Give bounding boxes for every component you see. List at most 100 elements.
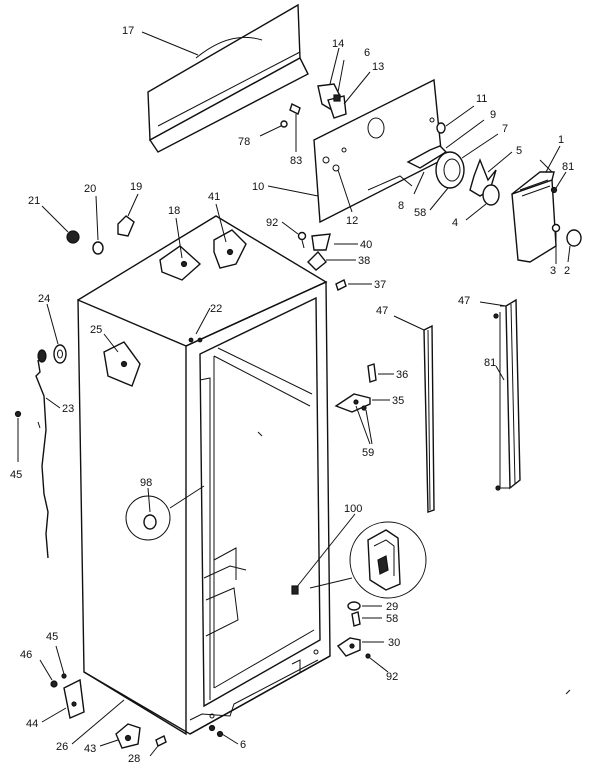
leader-6a — [337, 59, 345, 93]
callout-22: 22 — [210, 303, 222, 315]
part-21-knob — [41, 205, 80, 244]
part-45-pin-left — [14, 410, 22, 462]
callout-14: 14 — [332, 38, 344, 50]
part-2-knob — [566, 229, 582, 263]
leader-13 — [343, 71, 371, 105]
part-30-hinge-bottom — [336, 637, 384, 657]
part-18-hinge-top — [159, 217, 202, 281]
part-37-screw — [335, 279, 372, 291]
leader-81b — [495, 365, 505, 381]
leader-58a — [429, 187, 449, 211]
leader-12 — [337, 169, 353, 213]
part-3-nut — [551, 223, 561, 264]
part-92-screw-top — [281, 221, 307, 249]
part-23-hinge-rod — [35, 349, 61, 559]
callout-92-bottom: 92 — [386, 671, 398, 683]
part-100-detail-circle — [291, 513, 427, 599]
callout-92-top: 92 — [266, 217, 278, 229]
callout-37: 37 — [374, 279, 386, 291]
leader-59b — [365, 409, 373, 445]
part-17-top-cover — [147, 3, 309, 153]
leader-10 — [267, 185, 319, 197]
part-1-air-duct — [511, 145, 561, 263]
callout-11: 11 — [476, 93, 487, 105]
part-83-screw — [289, 103, 301, 152]
callout-47-right: 47 — [458, 295, 470, 307]
callout-8: 8 — [398, 200, 404, 212]
part-41-bracket — [213, 203, 247, 269]
leader-14 — [329, 47, 340, 85]
callout-29: 29 — [386, 601, 398, 613]
part-36-shim — [367, 363, 394, 383]
callout-46: 46 — [20, 649, 32, 661]
callout-10: 10 — [252, 181, 264, 193]
part-9-bracket — [406, 119, 485, 169]
callout-47-left: 47 — [376, 305, 388, 317]
cabinet-body — [77, 215, 331, 736]
callout-100: 100 — [344, 503, 362, 515]
callout-26: 26 — [56, 741, 68, 753]
callout-58-top: 58 — [414, 207, 426, 219]
callout-labels: 17 14 6 13 78 83 11 9 7 1 5 81 10 8 58 4… — [10, 25, 574, 765]
part-44-hinge-lower — [41, 678, 85, 723]
callout-23: 23 — [62, 403, 74, 415]
callout-41: 41 — [208, 191, 220, 203]
leader-22 — [195, 307, 211, 335]
callout-35: 35 — [392, 395, 404, 407]
part-28-screw — [149, 735, 167, 757]
stray-mark — [565, 689, 571, 695]
leader-8 — [413, 171, 425, 195]
callout-9: 9 — [490, 109, 496, 121]
callout-38: 38 — [358, 255, 370, 267]
part-4-fan-hub — [465, 184, 500, 221]
callout-59: 59 — [362, 447, 374, 459]
leader-59a — [355, 405, 371, 445]
part-92-screw-bottom — [365, 653, 389, 673]
callout-83: 83 — [290, 155, 302, 167]
callout-30: 30 — [388, 637, 400, 649]
callout-1: 1 — [558, 134, 564, 146]
callout-45-lower: 45 — [46, 631, 58, 643]
callout-40: 40 — [360, 239, 372, 251]
part-78-screw — [259, 120, 288, 137]
part-25-side-bracket — [103, 333, 141, 387]
callout-7: 7 — [502, 123, 508, 135]
callout-24: 24 — [38, 293, 50, 305]
callout-17: 17 — [122, 25, 134, 37]
callout-13: 13 — [372, 61, 384, 73]
part-38-hinge-pin — [307, 250, 356, 271]
part-35-hinge-bracket — [334, 393, 390, 413]
part-47-door-seal-left — [393, 315, 435, 513]
callout-6-bottom: 6 — [240, 739, 246, 751]
part-19-spacer — [117, 193, 139, 237]
callout-45-left: 45 — [10, 469, 22, 481]
part-47-door-seal-right — [479, 298, 521, 491]
part-98-detail-circle — [125, 485, 205, 541]
part-24-bushing — [46, 303, 67, 364]
callout-36: 36 — [396, 369, 408, 381]
callout-81-side: 81 — [484, 357, 496, 369]
part-58-spacer — [351, 611, 382, 627]
part-11-ring — [436, 105, 475, 134]
callout-20: 20 — [84, 183, 96, 195]
part-45-pin-lower — [55, 645, 67, 679]
callout-21: 21 — [28, 195, 40, 207]
part-81-screw-top — [550, 171, 567, 194]
part-20-nut — [92, 195, 104, 255]
callout-81-top: 81 — [562, 161, 574, 173]
callout-12: 12 — [346, 215, 358, 227]
callout-98: 98 — [140, 477, 152, 489]
part-14-bracket — [317, 83, 347, 119]
callout-43: 43 — [84, 743, 96, 755]
leader-17 — [141, 31, 199, 56]
callout-6-top: 6 — [364, 47, 370, 59]
part-46-screw — [39, 659, 58, 688]
part-40-hinge — [311, 233, 358, 251]
callout-44: 44 — [26, 718, 38, 730]
callout-78: 78 — [238, 136, 250, 148]
stray-mark-interior — [257, 431, 263, 437]
callout-58-bottom: 58 — [386, 613, 398, 625]
callout-5: 5 — [516, 145, 522, 157]
part-6-screws-bottom — [208, 724, 239, 745]
